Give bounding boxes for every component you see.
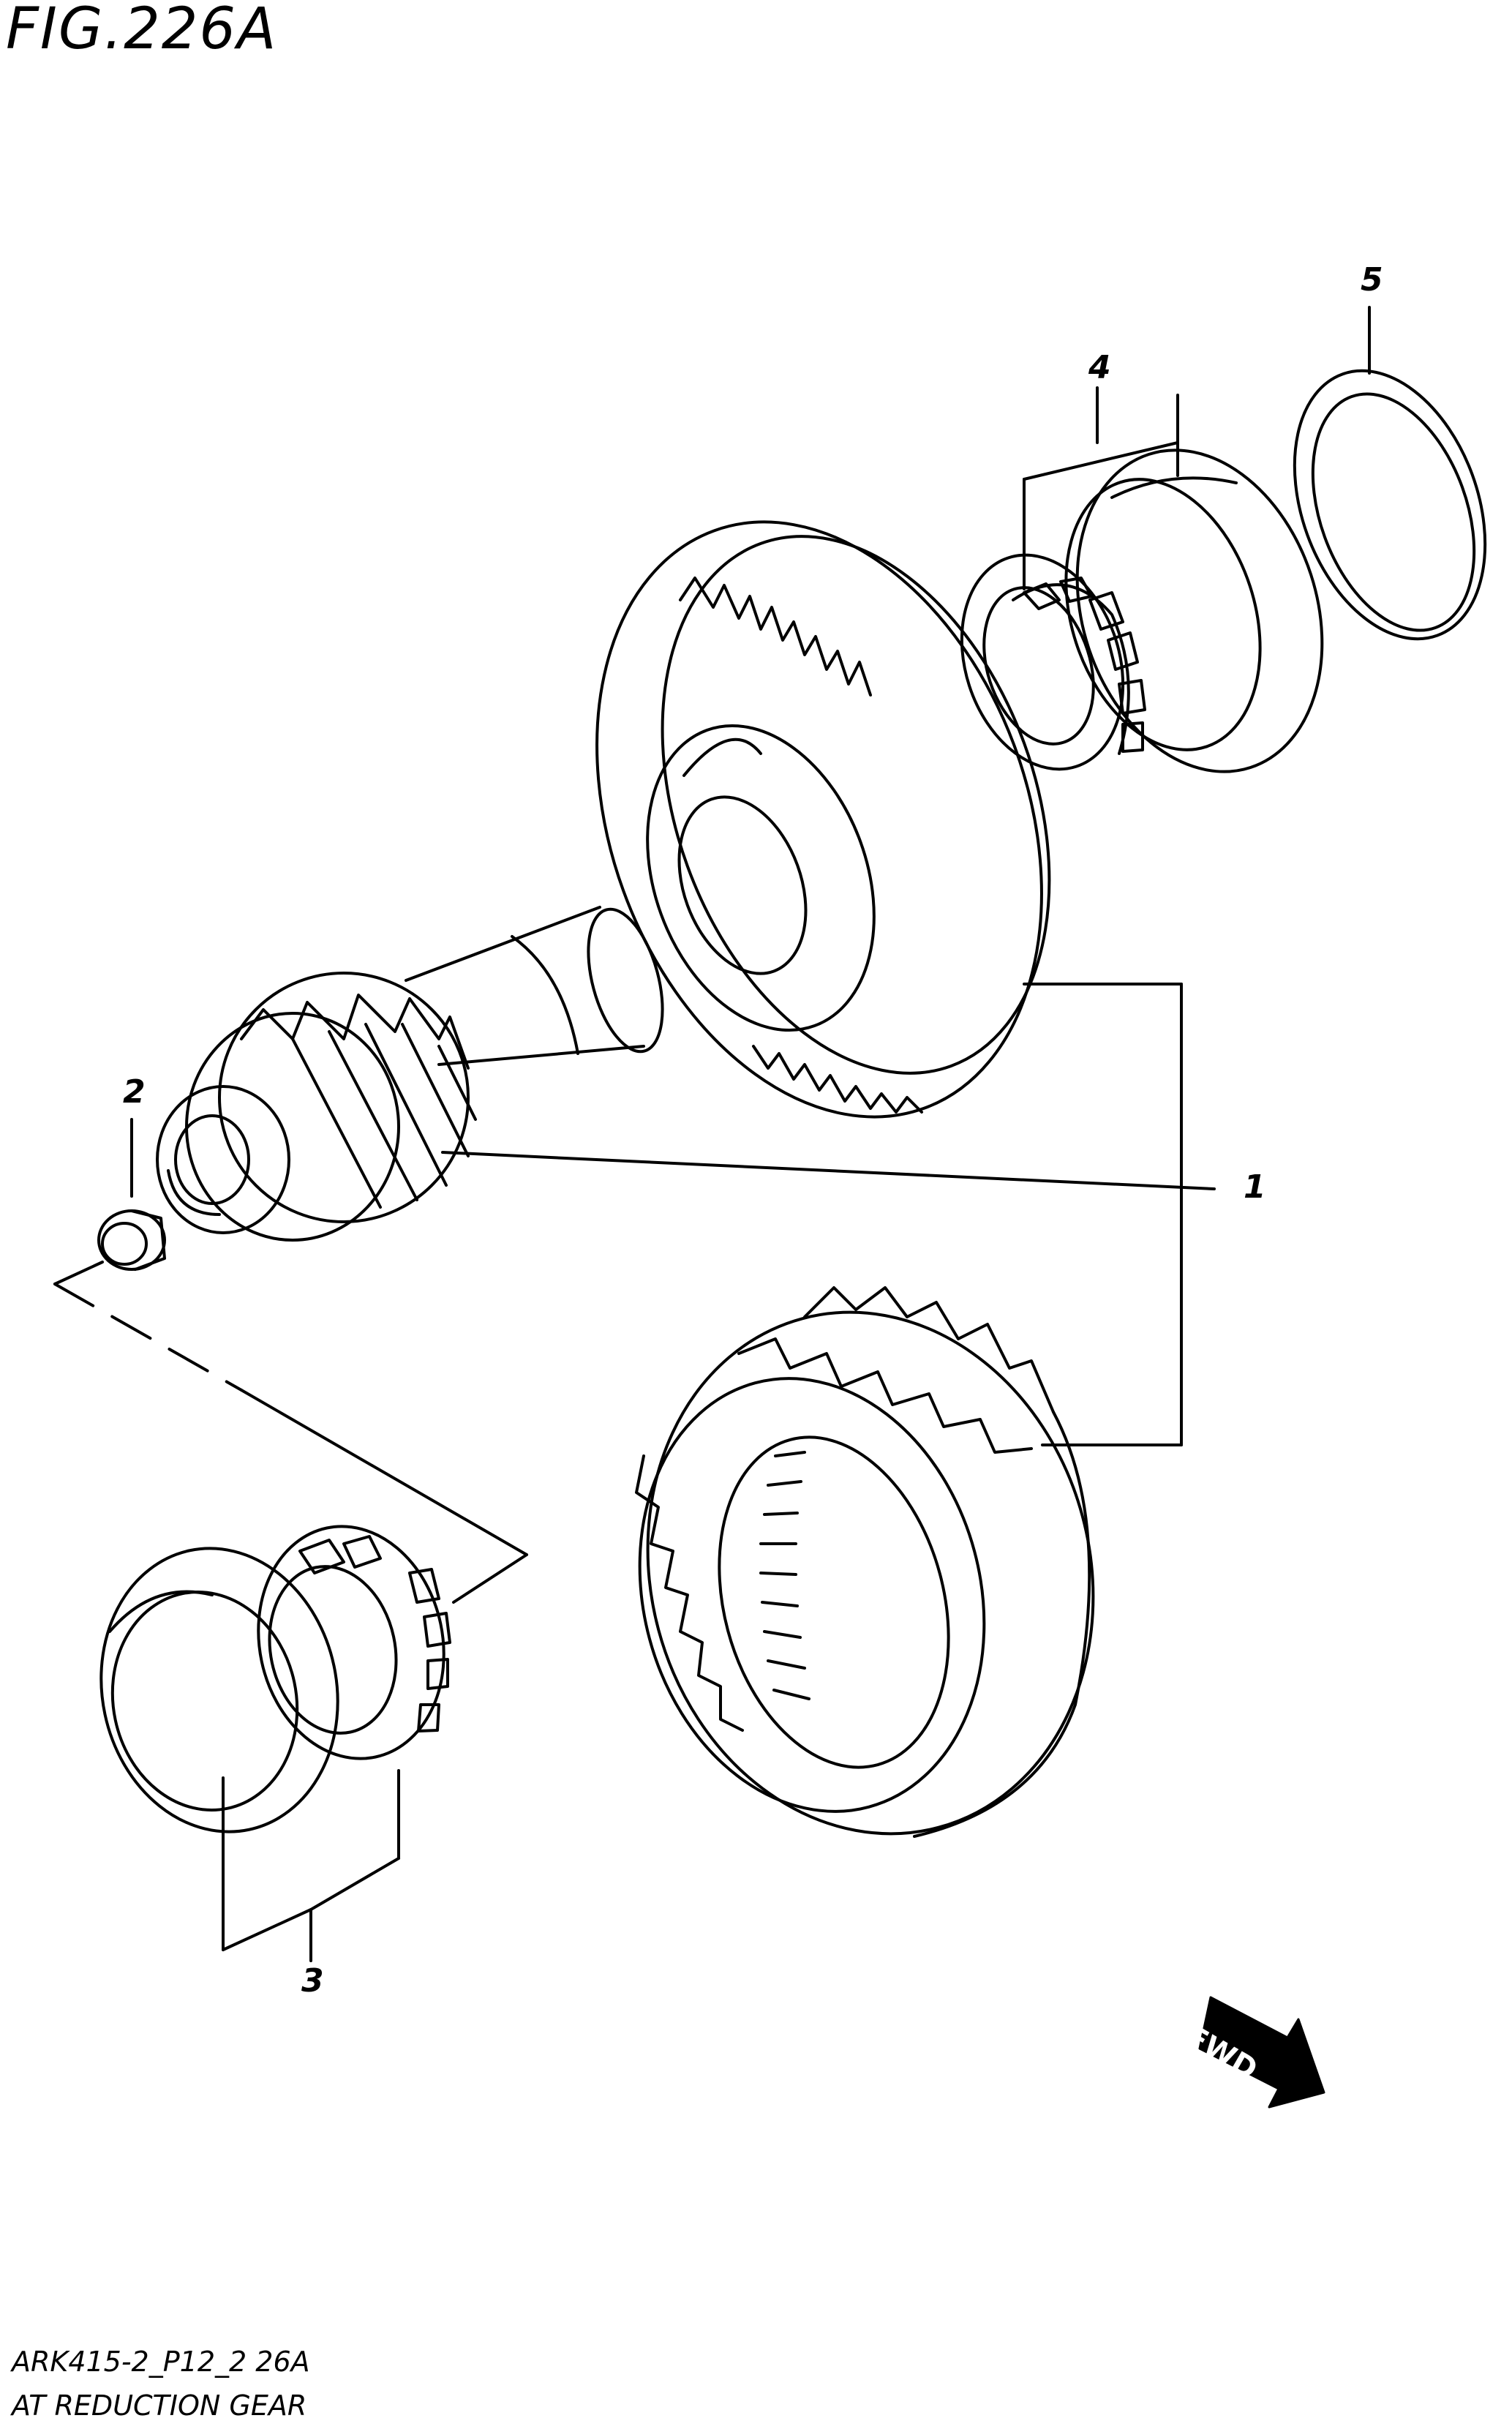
callout-2: 2	[123, 1073, 146, 1111]
splined-gear-sleeve	[635, 1286, 1095, 1838]
diagram-name: AT REDUCTION GEAR	[12, 2389, 307, 2422]
leader-lines	[53, 306, 1371, 1962]
pinion-shaft	[156, 906, 664, 1242]
snap-ring-part-5	[1293, 369, 1487, 641]
figure-title: FIG.226A	[6, 0, 278, 62]
callout-5: 5	[1361, 261, 1383, 299]
callout-1: 1	[1244, 1168, 1266, 1206]
diagram-code: ARK415-2_P12_2 26A	[12, 2346, 310, 2378]
bushing-part-2	[97, 1209, 166, 1271]
fwd-arrow-icon	[1198, 1996, 1325, 2109]
bearing-part-3	[99, 1525, 451, 1833]
driven-gear	[595, 520, 1051, 1119]
bearing-part-4	[960, 448, 1324, 773]
callout-3: 3	[301, 1962, 324, 2000]
callout-4: 4	[1088, 349, 1111, 386]
